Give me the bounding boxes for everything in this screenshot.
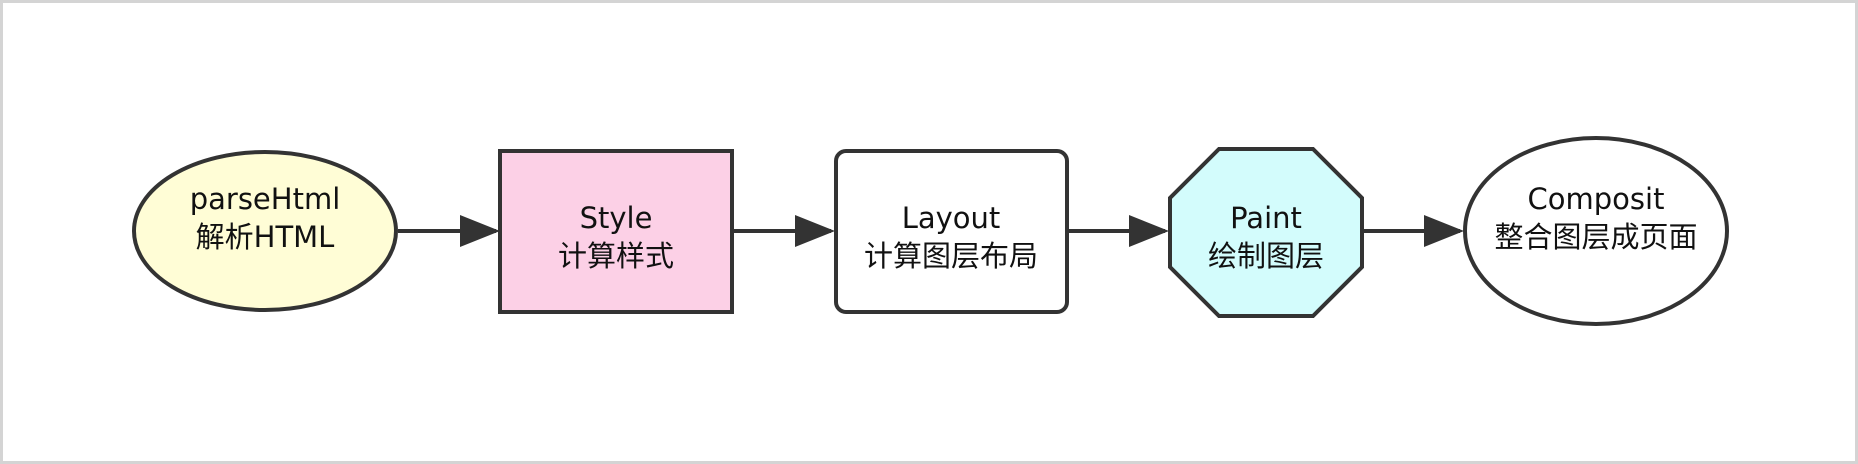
node-layout: Layout 计算图层布局 [834,149,1069,314]
node-composite-line1: Composit [1528,182,1665,216]
node-layout-line1: Layout [902,201,1001,235]
node-parse-shape [132,150,398,312]
node-composite-line2: 整合图层成页面 [1494,220,1697,254]
node-composite-shape [1463,136,1729,326]
flow-diagram: parseHtml 解析HTML Style 计算样式 Layout 计算图层布… [132,136,1729,326]
node-parse-line2: 解析HTML [196,220,335,254]
node-paint-line1: Paint [1230,201,1302,235]
node-style-line1: Style [580,201,653,235]
node-style-shape [498,149,734,314]
node-paint-shape [1168,147,1364,318]
node-layout-line2: 计算图层布局 [864,239,1038,273]
node-paint-line2: 绘制图层 [1208,239,1324,273]
node-parse-line1: parseHtml [190,182,341,216]
node-style-line2: 计算样式 [558,239,674,273]
node-composite: Composit 整合图层成页面 [1463,136,1729,326]
node-parse-html: parseHtml 解析HTML [132,150,398,312]
node-style: Style 计算样式 [498,149,734,314]
node-paint: Paint 绘制图层 [1168,147,1364,318]
node-layout-shape [834,149,1069,314]
